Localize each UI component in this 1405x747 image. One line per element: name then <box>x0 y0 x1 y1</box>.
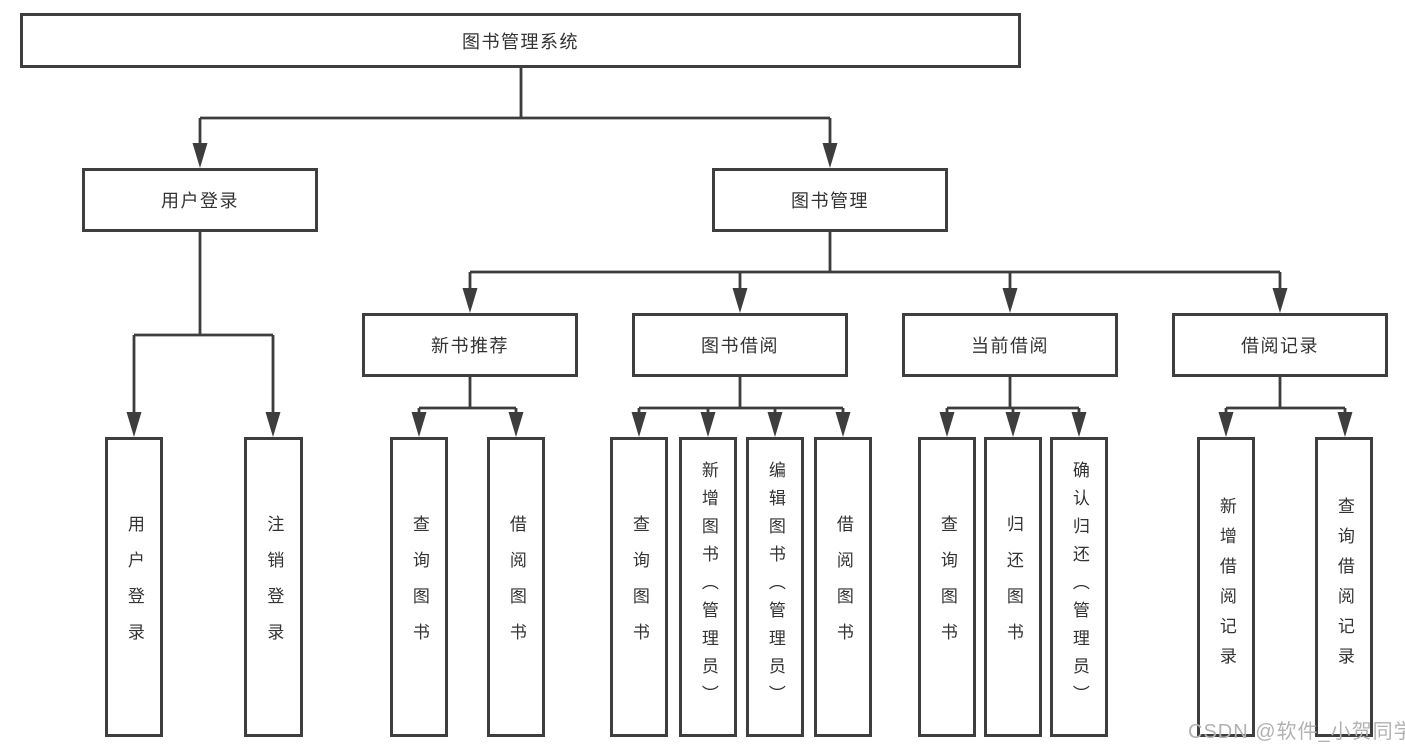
arrow-down-icon <box>126 412 142 437</box>
node-label: 确认归还（管理员） <box>1069 461 1089 713</box>
arrow-down-icon <box>1272 288 1288 313</box>
node-new-book-recommend: 新书推荐 <box>362 313 578 377</box>
arrow-down-icon <box>732 288 748 313</box>
node-leaf-user-login: 用户登录 <box>105 437 163 737</box>
node-label: 借阅记录 <box>1241 336 1319 356</box>
node-label: 用户登录 <box>161 191 239 211</box>
arrow-down-icon <box>631 412 647 437</box>
wire-borrow-record-to-children <box>1224 377 1347 415</box>
node-label: 图书借阅 <box>701 336 779 356</box>
node-leaf-query-books-borrowing: 查询图书 <box>610 437 668 737</box>
node-label: 借阅图书 <box>833 515 853 659</box>
wire-new-book-to-children <box>417 377 518 415</box>
arrow-down-icon <box>939 412 955 437</box>
arrow-down-icon <box>1337 412 1353 437</box>
node-leaf-query-books-recommend: 查询图书 <box>390 437 448 737</box>
arrow-down-icon <box>1005 412 1021 437</box>
node-label: 归还图书 <box>1003 515 1023 659</box>
node-label: 查询图书 <box>629 515 649 659</box>
arrow-down-icon <box>508 412 524 437</box>
node-label: 新增借阅记录 <box>1216 497 1236 677</box>
node-label: 新书推荐 <box>431 336 509 356</box>
arrow-down-icon <box>192 143 208 168</box>
node-leaf-edit-books-admin: 编辑图书（管理员） <box>746 437 804 737</box>
node-borrow-records: 借阅记录 <box>1172 313 1388 377</box>
node-user-login: 用户登录 <box>82 168 318 232</box>
arrow-down-icon <box>462 288 478 313</box>
node-leaf-borrow-books-recommend: 借阅图书 <box>487 437 545 737</box>
wire-root-to-level2 <box>198 68 832 146</box>
wire-book-borrow-to-children <box>637 377 845 415</box>
node-label: 查询图书 <box>409 515 429 659</box>
arrow-down-icon <box>767 412 783 437</box>
node-book-borrowing: 图书借阅 <box>632 313 848 377</box>
node-book-management: 图书管理 <box>712 168 948 232</box>
node-leaf-confirm-return-admin: 确认归还（管理员） <box>1050 437 1108 737</box>
arrow-down-icon <box>1002 288 1018 313</box>
node-leaf-logout: 注销登录 <box>244 437 303 737</box>
node-label: 当前借阅 <box>971 336 1049 356</box>
wire-user-login-to-children <box>132 232 275 415</box>
node-label: 查询借阅记录 <box>1334 497 1354 677</box>
node-label: 编辑图书（管理员） <box>765 461 785 713</box>
arrow-down-icon <box>822 143 838 168</box>
node-label: 注销登录 <box>264 515 284 659</box>
node-current-borrowing: 当前借阅 <box>902 313 1118 377</box>
node-leaf-query-borrow-record: 查询借阅记录 <box>1315 437 1373 737</box>
arrow-down-icon <box>1071 412 1087 437</box>
node-label: 查询图书 <box>937 515 957 659</box>
node-leaf-add-borrow-record: 新增借阅记录 <box>1197 437 1255 737</box>
node-leaf-borrow-books: 借阅图书 <box>814 437 872 737</box>
arrow-down-icon <box>265 412 281 437</box>
node-leaf-query-books-current: 查询图书 <box>918 437 976 737</box>
node-label: 新增图书（管理员） <box>698 461 718 713</box>
node-label: 图书管理系统 <box>462 31 579 52</box>
arrow-down-icon <box>411 412 427 437</box>
arrow-down-icon <box>835 412 851 437</box>
wire-current-borrow-to-children <box>945 377 1081 415</box>
wire-book-mgmt-to-level3 <box>468 232 1282 291</box>
node-library-management-system: 图书管理系统 <box>20 13 1021 68</box>
node-leaf-add-books-admin: 新增图书（管理员） <box>679 437 737 737</box>
node-label: 借阅图书 <box>506 515 526 659</box>
node-label: 用户登录 <box>124 515 144 659</box>
arrow-down-icon <box>700 412 716 437</box>
node-label: 图书管理 <box>791 191 869 211</box>
arrow-down-icon <box>1218 412 1234 437</box>
watermark: CSDN @软件_小贺同学 <box>1188 721 1405 743</box>
node-leaf-return-books: 归还图书 <box>984 437 1042 737</box>
